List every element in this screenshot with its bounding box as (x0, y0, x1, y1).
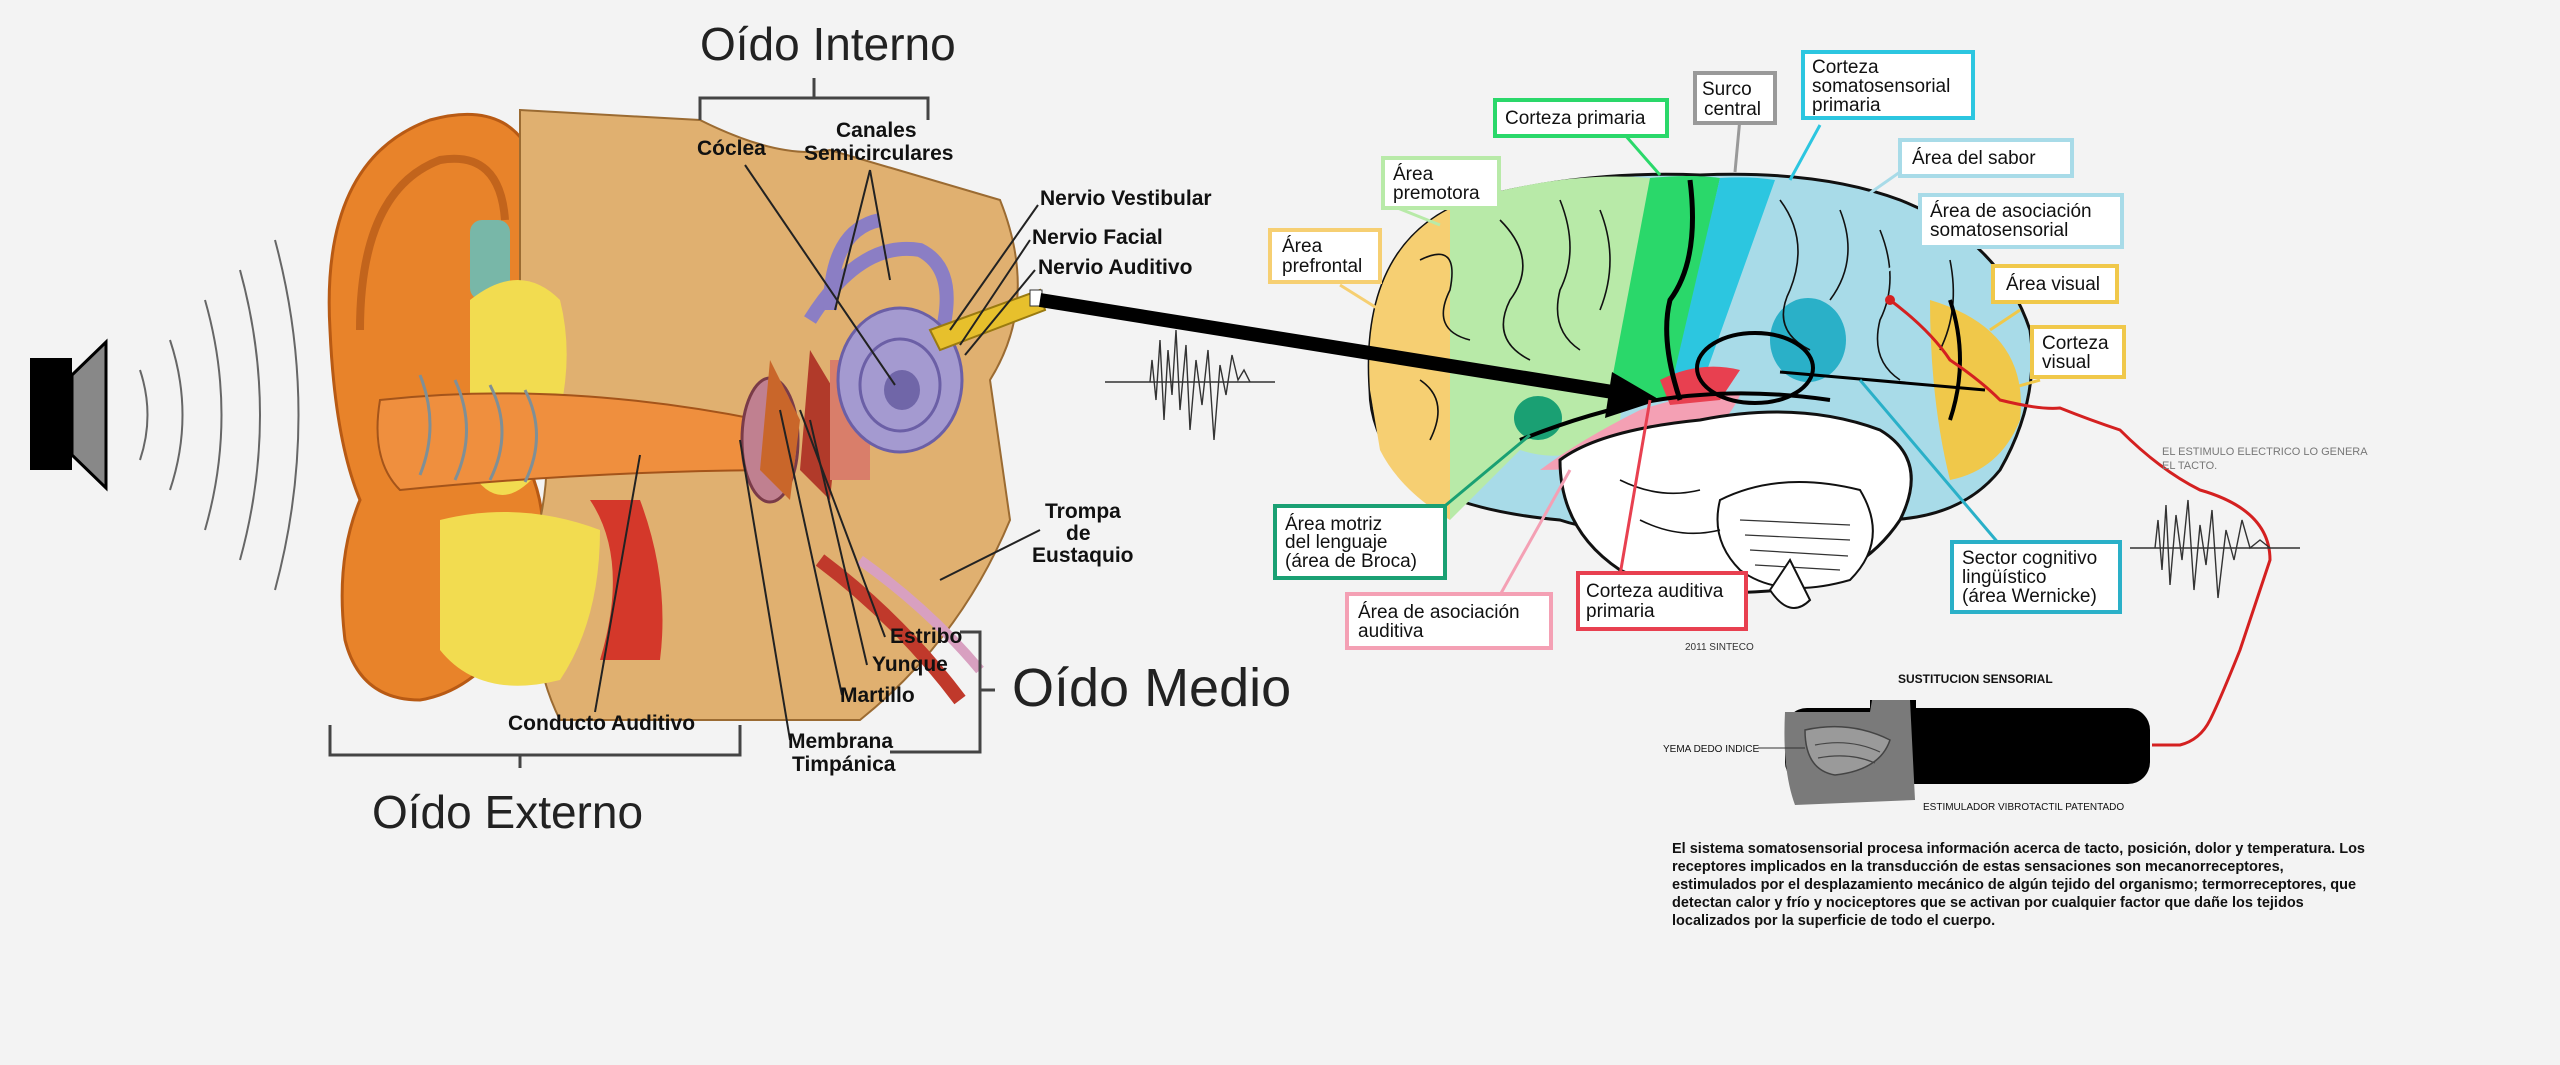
nervio-auditivo-label: Nervio Auditivo (1038, 256, 1192, 279)
callout-asoc-somato-1: Área de asociación (1930, 201, 2092, 222)
trompa-label-3: Eustaquio (1032, 544, 1134, 567)
tactile-signal-line (1889, 298, 2272, 747)
outer-ear-title: Oído Externo (372, 786, 643, 838)
martillo-label: Martillo (840, 684, 915, 707)
ear-illustration (327, 108, 1047, 721)
speaker-icon (30, 338, 108, 492)
brain-illustration (1367, 172, 2034, 609)
callout-prefrontal-1: Área (1282, 236, 1323, 257)
brain-callout-leaders (1339, 117, 2041, 596)
waveform-icon (1105, 329, 1275, 441)
stimulus-note-2: EL TACTO. (2162, 460, 2217, 472)
callout-wernicke-2: lingüístico (1962, 567, 2047, 588)
substitution-title: SUSTITUCION SENSORIAL (1898, 672, 2053, 686)
estribo-label: Estribo (890, 625, 962, 648)
inner-ear-title: Oído Interno (700, 18, 956, 70)
brain-credit: 2011 SINTECO (1685, 642, 1754, 653)
callout-somato-2: somatosensorial (1812, 76, 1950, 97)
somatosensory-description: El sistema somatosensorial procesa infor… (1672, 841, 2365, 929)
middle-ear-title: Oído Medio (1012, 658, 1291, 718)
callout-corteza-visual-2: visual (2042, 352, 2091, 373)
ear-leader-lines (594, 164, 1041, 741)
membrana-label-1: Membrana (788, 730, 893, 753)
callout-auditiva-2: primaria (1586, 601, 1655, 622)
membrana-label-2: Timpánica (792, 753, 896, 776)
callout-wernicke-3: (área Wernicke) (1962, 586, 2097, 607)
tactile-stimulator-icon (1758, 700, 2150, 805)
callout-broca-3: (área de Broca) (1285, 551, 1417, 572)
callout-premotora-1: Área (1393, 164, 1434, 185)
nervio-vestibular-label: Nervio Vestibular (1040, 187, 1212, 210)
callout-wernicke-1: Sector cognitivo (1962, 548, 2097, 569)
callout-asoc-somato-2: somatosensorial (1930, 220, 2068, 241)
conducto-label: Conducto Auditivo (508, 712, 695, 735)
sound-wave-icon (139, 239, 300, 591)
callout-corteza-visual-1: Corteza (2042, 333, 2109, 354)
device-label: ESTIMULADOR VIBROTACTIL PATENTADO (1923, 802, 2124, 813)
finger-label: YEMA DEDO INDICE (1663, 744, 1759, 755)
signal-arrow (1038, 293, 1660, 418)
brain-callouts: Corteza primaria Surco central Corteza s… (1268, 50, 2126, 650)
stimulus-note-1: EL ESTIMULO ELECTRICO LO GENERA (2162, 446, 2368, 458)
callout-sabor: Área del sabor (1912, 148, 2036, 169)
trompa-label-2: de (1066, 522, 1091, 545)
callout-corteza-primaria: Corteza primaria (1505, 108, 1646, 129)
callout-visual: Área visual (2006, 274, 2100, 295)
coclea-label: Cóclea (697, 137, 766, 160)
callout-somato-1: Corteza (1812, 57, 1879, 78)
callout-auditiva-1: Corteza auditiva (1586, 581, 1724, 602)
callout-asoc-auditiva-2: auditiva (1358, 621, 1424, 642)
trompa-label-1: Trompa (1045, 500, 1121, 523)
callout-surco-1: Surco (1702, 79, 1752, 100)
callout-somato-3: primaria (1812, 95, 1881, 116)
callout-prefrontal-2: prefrontal (1282, 256, 1362, 277)
canales-label-1: Canales (836, 119, 917, 142)
ear-brackets (328, 78, 995, 768)
callout-surco-2: central (1704, 99, 1761, 120)
canales-label-2: Semicirculares (804, 142, 953, 165)
callout-broca-1: Área motriz (1285, 514, 1382, 535)
nervio-facial-label: Nervio Facial (1032, 226, 1163, 249)
yunque-label: Yunque (872, 653, 948, 676)
callout-asoc-auditiva-1: Área de asociación (1358, 602, 1520, 623)
callout-broca-2: del lenguaje (1285, 532, 1387, 553)
waveform-icon-2 (2130, 499, 2300, 599)
callout-premotora-2: premotora (1393, 183, 1480, 204)
